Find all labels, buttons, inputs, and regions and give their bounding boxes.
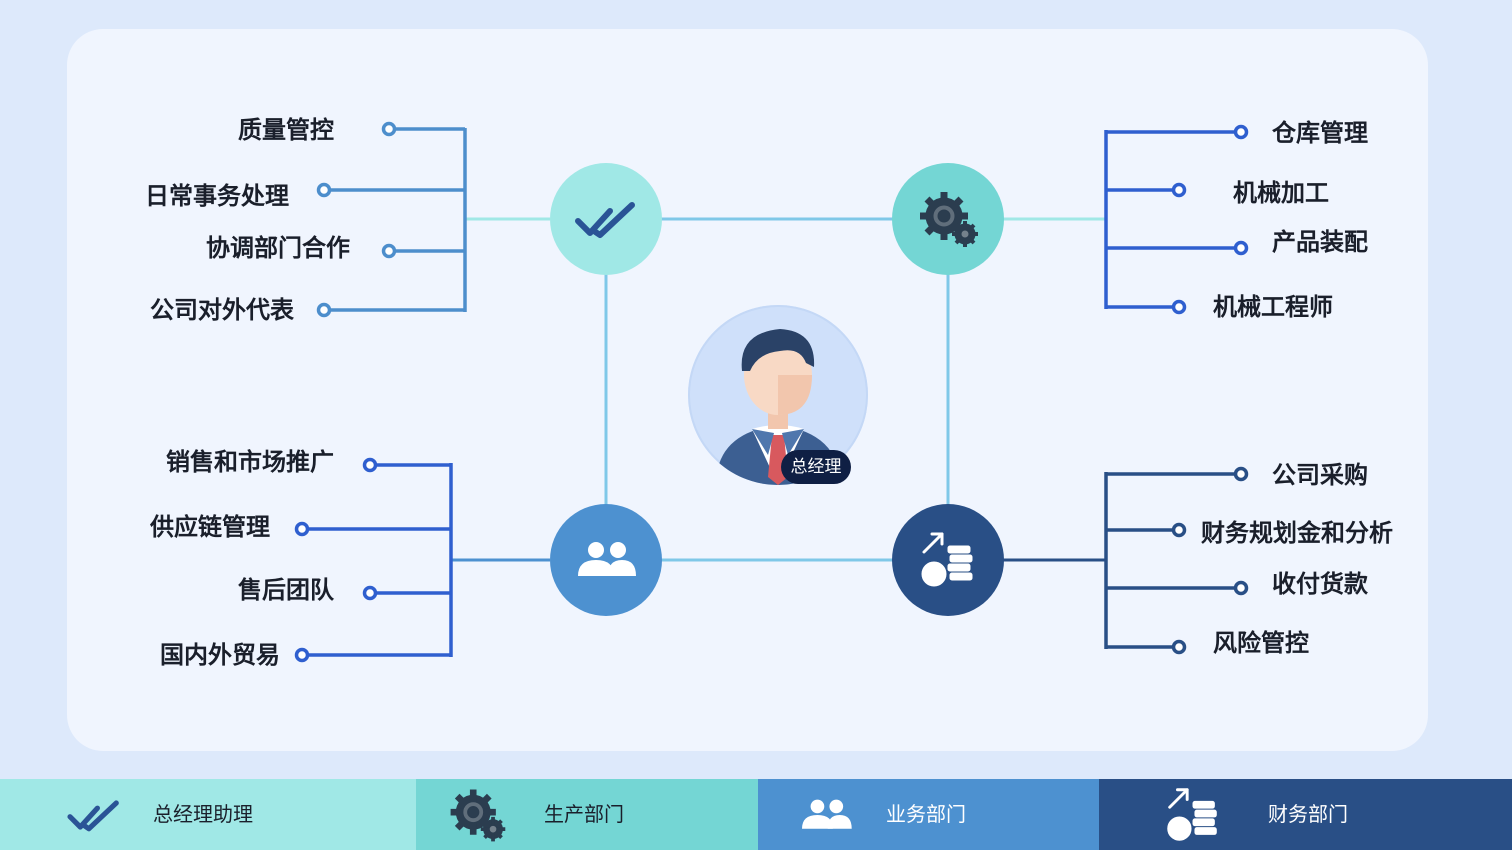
general-manager-label: 总经理 xyxy=(781,450,851,484)
list-item: 国内外贸易 xyxy=(160,641,280,669)
business-hub xyxy=(550,504,662,616)
business-bracket xyxy=(294,457,453,663)
legend-business: 业务部门 xyxy=(758,779,1099,850)
list-item: 机械工程师 xyxy=(1213,293,1333,321)
finance-bracket xyxy=(1104,466,1249,655)
list-item: 仓库管理 xyxy=(1272,119,1368,147)
double-check-icon xyxy=(571,184,641,254)
legend-finance: 财务部门 xyxy=(1099,779,1512,850)
list-item: 供应链管理 xyxy=(150,513,270,541)
assistant-bracket xyxy=(316,121,467,318)
legend-label: 生产部门 xyxy=(544,802,624,826)
list-item: 售后团队 xyxy=(238,576,334,604)
list-item: 风险管控 xyxy=(1213,629,1309,657)
legend-assistant: 总经理助理 xyxy=(0,779,416,850)
assistant-hub xyxy=(550,163,662,275)
list-item: 产品装配 xyxy=(1272,228,1368,256)
money-growth-icon xyxy=(1166,787,1218,842)
legend-label: 业务部门 xyxy=(886,802,966,826)
list-item: 公司对外代表 xyxy=(150,296,294,324)
list-item: 财务规划金和分析 xyxy=(1201,519,1393,547)
list-item: 收付货款 xyxy=(1272,570,1368,598)
production-hub xyxy=(892,163,1004,275)
list-item: 机械加工 xyxy=(1233,179,1329,207)
list-item: 销售和市场推广 xyxy=(166,448,334,476)
list-item: 协调部门合作 xyxy=(206,234,350,262)
production-bracket xyxy=(1104,124,1249,315)
legend-production: 生产部门 xyxy=(416,779,758,850)
legend-label: 财务部门 xyxy=(1268,802,1348,826)
finance-hub xyxy=(892,504,1004,616)
legend-label: 总经理助理 xyxy=(153,802,253,826)
list-item: 日常事务处理 xyxy=(145,182,289,210)
double-check-icon xyxy=(64,785,124,845)
gears-icon xyxy=(913,184,983,254)
people-icon xyxy=(578,542,636,576)
people-icon xyxy=(802,799,852,829)
list-item: 质量管控 xyxy=(238,116,334,144)
gears-icon xyxy=(444,782,510,848)
list-item: 公司采购 xyxy=(1272,461,1368,489)
money-growth-icon xyxy=(920,532,974,588)
